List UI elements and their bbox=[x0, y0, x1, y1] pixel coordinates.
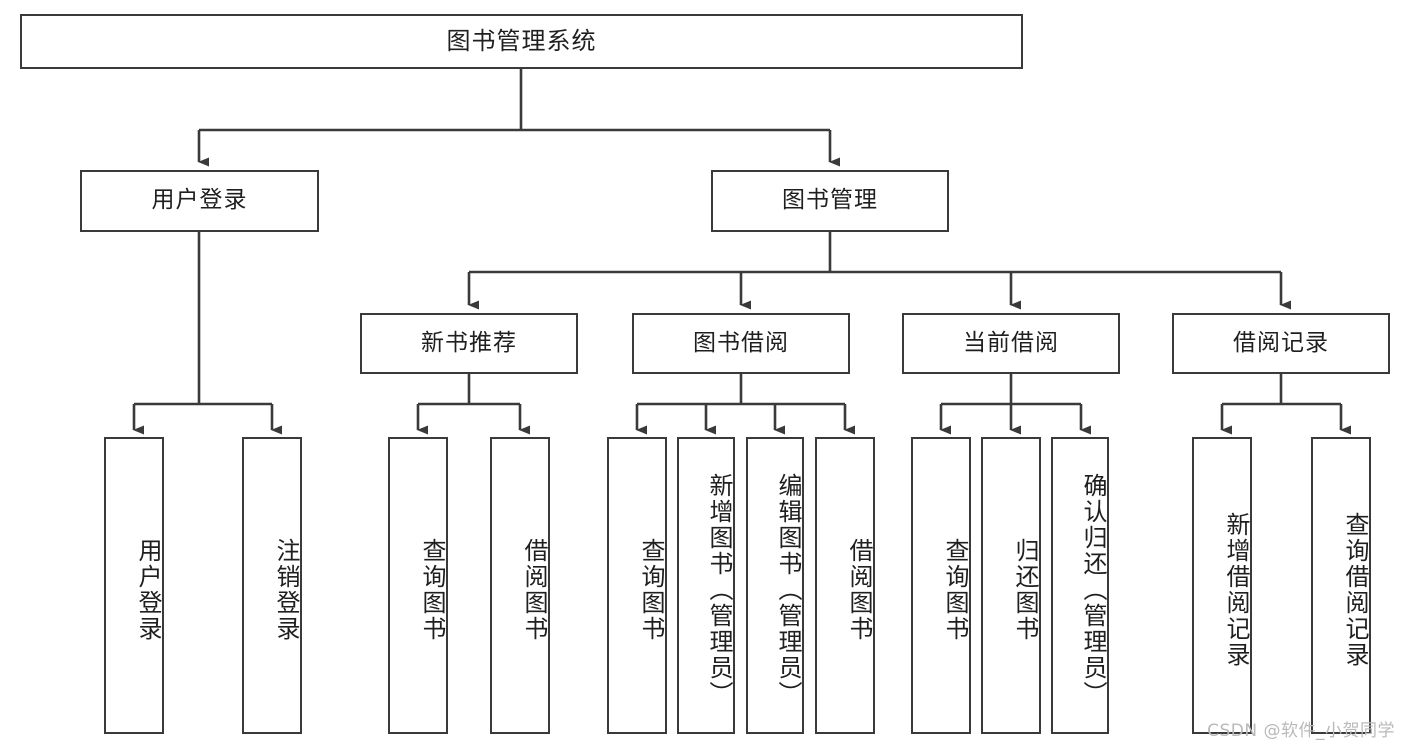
node-leaf-add-borrow-record[interactable]: 新增借阅记录 bbox=[1192, 437, 1252, 734]
node-leaf-label: 确认归还（管理员） bbox=[1079, 472, 1107, 707]
node-leaf-logout[interactable]: 注销登录 bbox=[242, 437, 302, 734]
node-new-book-recommend[interactable]: 新书推荐 bbox=[360, 313, 578, 374]
node-root-system[interactable]: 图书管理系统 bbox=[20, 14, 1023, 69]
node-leaf-edit-book-admin[interactable]: 编辑图书（管理员） bbox=[746, 437, 804, 734]
node-borrow-record[interactable]: 借阅记录 bbox=[1172, 313, 1390, 374]
node-leaf-label: 借阅图书 bbox=[520, 537, 548, 642]
node-user-login[interactable]: 用户登录 bbox=[80, 170, 319, 232]
node-leaf-borrow-book[interactable]: 借阅图书 bbox=[815, 437, 875, 734]
node-leaf-label: 借阅图书 bbox=[845, 537, 873, 642]
node-leaf-label: 新增图书（管理员） bbox=[705, 472, 733, 707]
node-leaf-query-book-recommend[interactable]: 查询图书 bbox=[388, 437, 448, 734]
node-leaf-label: 归还图书 bbox=[1011, 537, 1039, 642]
node-leaf-query-borrow-record[interactable]: 查询借阅记录 bbox=[1311, 437, 1371, 734]
node-book-borrow[interactable]: 图书借阅 bbox=[632, 313, 850, 374]
node-leaf-borrow-book-recommend[interactable]: 借阅图书 bbox=[490, 437, 550, 734]
node-leaf-label: 查询图书 bbox=[418, 537, 446, 642]
node-leaf-label: 编辑图书（管理员） bbox=[774, 472, 802, 707]
node-leaf-label: 查询借阅记录 bbox=[1341, 511, 1369, 668]
node-leaf-label: 新增借阅记录 bbox=[1222, 511, 1250, 668]
node-leaf-label: 查询图书 bbox=[637, 537, 665, 642]
node-leaf-label: 注销登录 bbox=[272, 537, 300, 642]
watermark-text: CSDN @软件_小贺同学 bbox=[1207, 721, 1395, 741]
node-leaf-query-book-borrow[interactable]: 查询图书 bbox=[607, 437, 667, 734]
node-leaf-add-book-admin[interactable]: 新增图书（管理员） bbox=[677, 437, 735, 734]
node-leaf-label: 用户登录 bbox=[134, 537, 162, 642]
node-leaf-confirm-return-admin[interactable]: 确认归还（管理员） bbox=[1051, 437, 1109, 734]
node-leaf-label: 查询图书 bbox=[941, 537, 969, 642]
node-book-manage[interactable]: 图书管理 bbox=[711, 170, 949, 232]
node-leaf-user-login[interactable]: 用户登录 bbox=[104, 437, 164, 734]
node-current-borrow[interactable]: 当前借阅 bbox=[902, 313, 1120, 374]
node-leaf-query-book-current[interactable]: 查询图书 bbox=[911, 437, 971, 734]
node-leaf-return-book[interactable]: 归还图书 bbox=[981, 437, 1041, 734]
